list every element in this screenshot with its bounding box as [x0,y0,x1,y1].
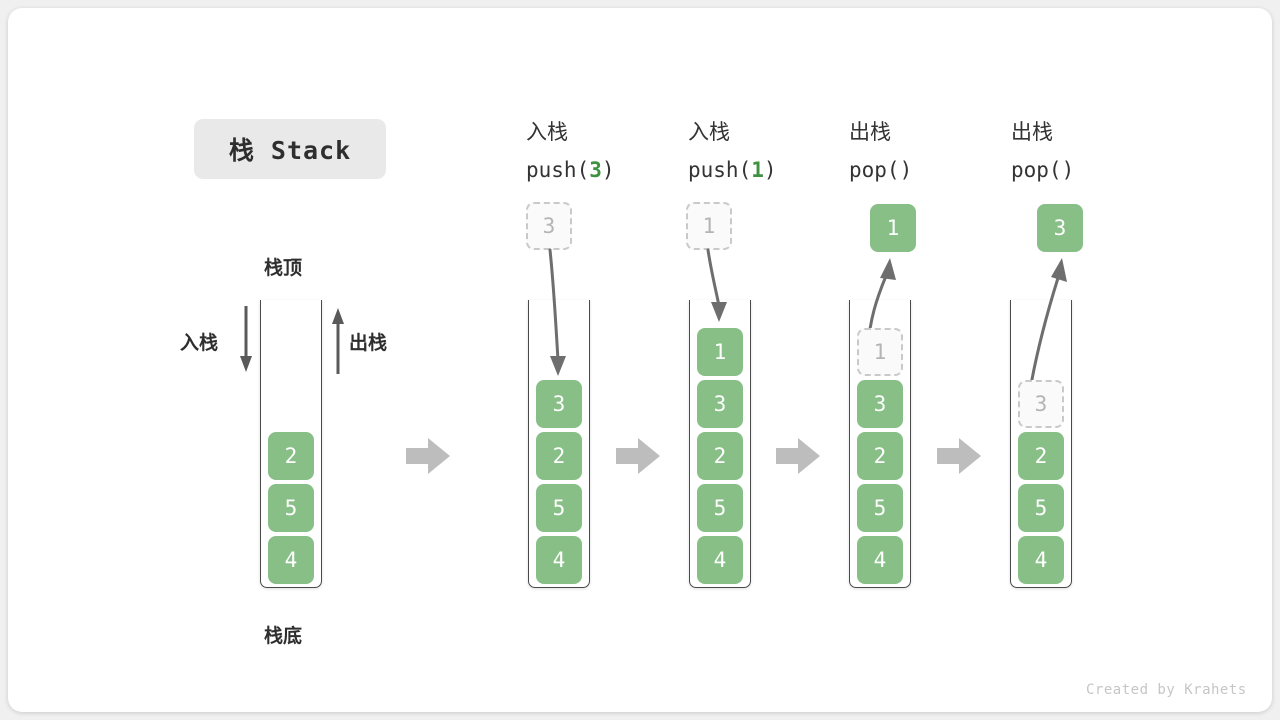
stack-cell: 4 [268,536,314,584]
step-op-code-prefix-3: pop( [1011,158,1062,182]
step-op-code-arg-0: 3 [589,158,602,182]
separator-chevron-icon-3 [937,438,981,474]
stack-cell: 2 [697,432,743,480]
stack-title-text: 栈 Stack [228,136,352,165]
step-op-code-arg-1: 1 [751,158,764,182]
step-op-code-suffix-2: ) [899,158,913,182]
push-direction-arrow-icon [240,306,252,372]
stack-cell: 5 [536,484,582,532]
stack-cell: 2 [857,432,903,480]
separator-chevron-icon-2 [776,438,820,474]
step-op-code-suffix-0: ) [601,158,615,182]
step-op-code-prefix-0: push( [526,158,590,182]
step-header-3: 出栈 pop() [1011,113,1074,189]
stack-cell: 2 [1018,432,1064,480]
separator-chevron-icon-1 [616,438,660,474]
floating-box-3: 3 [1037,204,1083,252]
step-op-zh-0: 入栈 [526,120,568,144]
stack-cell: 5 [857,484,903,532]
step-op-code-prefix-2: pop( [849,158,900,182]
step-op-code-suffix-3: ) [1061,158,1075,182]
label-push-side: 入栈 [180,332,219,354]
label-pop-side: 出栈 [349,332,388,354]
label-stack-bottom: 栈底 [264,625,303,647]
stack-cell: 3 [857,380,903,428]
step-op-zh-2: 出栈 [849,120,891,144]
label-stack-top: 栈顶 [264,257,303,279]
push-motion-arrow-icon-0 [548,248,566,376]
stack-cell: 1 [697,328,743,376]
stack-cell: 3 [1018,380,1064,428]
stack-cell: 4 [1018,536,1064,584]
floating-box-value-3: 3 [1053,216,1067,240]
stack-title-chip: 栈 Stack [194,119,386,179]
floating-box-value-2: 1 [886,216,900,240]
step-header-1: 入栈 push(1) [688,113,777,189]
floating-box-value-1: 1 [702,214,716,238]
stack-cell: 5 [697,484,743,532]
stack-cell: 3 [697,380,743,428]
footer-credit: Created by Krahets [1086,682,1247,698]
stack-cell: 2 [268,432,314,480]
stack-cell: 5 [268,484,314,532]
stack-cell: 1 [857,328,903,376]
stack-cell: 4 [697,536,743,584]
step-op-code-suffix-1: ) [763,158,777,182]
floating-box-0: 3 [526,202,572,250]
stack-cell: 5 [1018,484,1064,532]
stack-cell: 4 [536,536,582,584]
floating-box-1: 1 [686,202,732,250]
stack-cell: 4 [857,536,903,584]
pop-direction-arrow-icon [332,308,344,374]
stack-cell: 2 [536,432,582,480]
separator-chevron-icon-0 [406,438,450,474]
push-motion-arrow-icon-1 [706,248,727,322]
floating-box-value-0: 3 [542,214,556,238]
floating-box-2: 1 [870,204,916,252]
step-header-2: 出栈 pop() [849,113,912,189]
stack-cell: 3 [536,380,582,428]
step-op-zh-3: 出栈 [1011,120,1053,144]
step-op-zh-1: 入栈 [688,120,730,144]
step-header-0: 入栈 push(3) [526,113,615,189]
step-op-code-prefix-1: push( [688,158,752,182]
